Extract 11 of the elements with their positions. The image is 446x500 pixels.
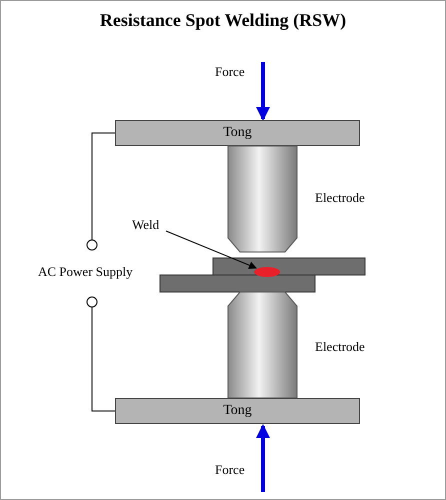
tong-bar: Tong xyxy=(115,398,360,424)
weld-spot xyxy=(254,267,280,277)
part-label: AC Power Supply xyxy=(38,264,133,280)
part-label: Weld xyxy=(132,217,160,233)
part-label: Electrode xyxy=(315,339,365,355)
leader-line xyxy=(166,230,257,270)
tong-bar: Tong xyxy=(115,120,360,146)
title: Resistance Spot Welding (RSW) xyxy=(98,10,348,31)
part-label: Force xyxy=(215,462,245,478)
part-label: Electrode xyxy=(315,190,365,206)
part-label: Force xyxy=(215,64,245,80)
